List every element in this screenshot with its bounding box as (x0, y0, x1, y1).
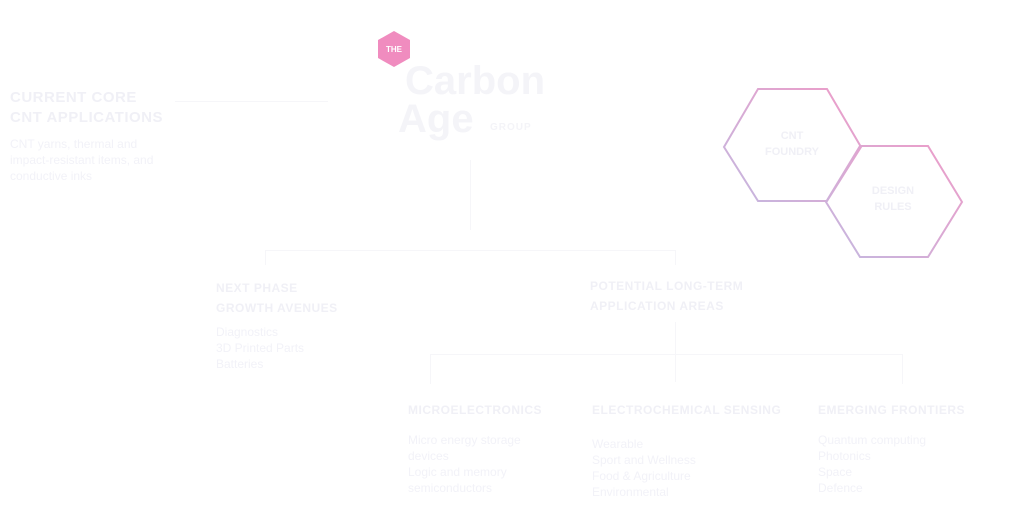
column-item: Photonics (818, 449, 871, 463)
column-item: devices (408, 449, 449, 463)
column-item: semiconductors (408, 481, 493, 495)
column-electrochemical-sensing: ELECTROCHEMICAL SENSING Wearable Sport a… (592, 402, 781, 500)
column-item: Micro energy storage (408, 433, 521, 447)
column-item: Sport and Wellness (592, 453, 696, 467)
hexagon-label-line: DESIGN (871, 185, 915, 197)
connector-line (430, 354, 902, 355)
section-text: Diagnostics (216, 325, 279, 339)
hexagon-label-line: FOUNDRY (765, 146, 819, 158)
connector-line (675, 250, 676, 265)
hexagon-label-cnt-foundry: CNT FOUNDRY (752, 128, 832, 160)
section-title: GROWTH AVENUES (216, 301, 338, 315)
column-title: EMERGING FRONTIERS (818, 403, 966, 417)
connector-line (470, 160, 471, 230)
connector-line (675, 322, 676, 382)
column-item: Quantum computing (818, 433, 927, 447)
section-text: conductive inks (10, 169, 93, 183)
column-title: MICROELECTRONICS (408, 403, 542, 417)
logo-line2: Age (398, 97, 474, 141)
section-title: APPLICATION AREAS (590, 299, 724, 313)
hexagon-label-line: CNT (780, 130, 804, 142)
long-term-section: POTENTIAL LONG-TERM APPLICATION AREAS (590, 276, 743, 316)
section-text: CNT yarns, thermal and (10, 137, 138, 151)
current-core-section: CURRENT CORE CNT APPLICATIONS CNT yarns,… (10, 88, 163, 184)
connector-line (902, 354, 903, 384)
hexagon-graphic (722, 88, 964, 258)
column-title: ELECTROCHEMICAL SENSING (592, 403, 782, 417)
column-item: Wearable (592, 437, 644, 451)
logo-hexagon-badge: THE (378, 31, 410, 67)
logo-badge-text: THE (386, 45, 403, 54)
next-phase-section: NEXT PHASE GROWTH AVENUES Diagnostics 3D… (216, 278, 338, 372)
hexagon-label-design-rules: DESIGN RULES (853, 183, 933, 215)
column-item: Food & Agriculture (592, 469, 691, 483)
section-text: 3D Printed Parts (216, 341, 305, 355)
column-item: Logic and memory (408, 465, 507, 479)
column-item: Space (818, 465, 853, 479)
connector-line (430, 354, 431, 384)
logo-suffix: GROUP (490, 122, 532, 133)
column-emerging-frontiers: EMERGING FRONTIERS Quantum computing Pho… (818, 402, 965, 496)
section-text: impact-resistant items, and (10, 153, 154, 167)
section-title: POTENTIAL LONG-TERM (590, 279, 744, 293)
column-item: Defence (818, 481, 863, 495)
column-microelectronics: MICROELECTRONICS Micro energy storage de… (408, 402, 542, 496)
hexagon-label-line: RULES (874, 201, 912, 213)
connector-line (175, 101, 328, 102)
connector-line (265, 250, 675, 251)
hexagon-design-rules (824, 145, 964, 258)
section-title: CNT APPLICATIONS (10, 109, 163, 126)
column-item: Environmental (592, 485, 669, 499)
section-title: NEXT PHASE (216, 281, 298, 295)
connector-line (265, 250, 266, 265)
section-title: CURRENT CORE (10, 89, 137, 106)
section-text: Batteries (216, 357, 264, 371)
logo-line1: Carbon (405, 59, 545, 103)
